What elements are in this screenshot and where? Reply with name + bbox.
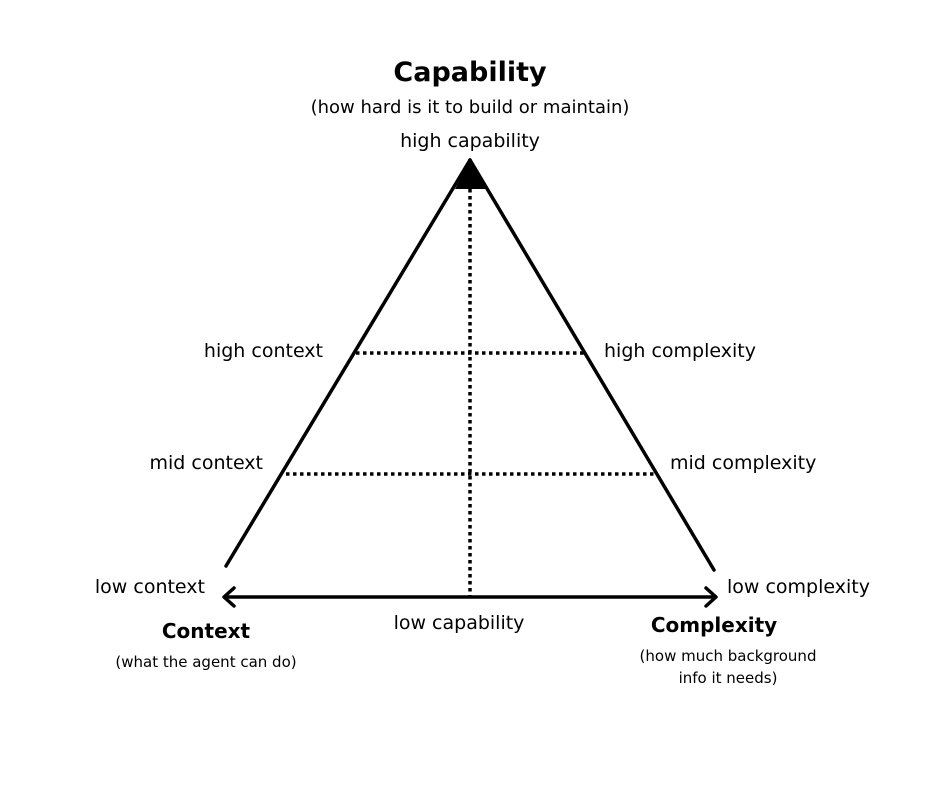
complexity-title: Complexity — [650, 613, 778, 637]
apex-arrowhead — [455, 160, 486, 189]
bottom-axis-right-arrowhead — [704, 586, 718, 608]
pyramid-left-edge — [224, 158, 472, 568]
complexity-subtitle-line1: (how much background — [639, 647, 817, 665]
capability-title: Capability — [393, 57, 547, 88]
pyramid-right-edge — [468, 158, 716, 572]
context-subtitle: (what the agent can do) — [115, 653, 297, 671]
low-complexity-label: low complexity — [727, 576, 870, 598]
capability-subtitle: (how hard is it to build or maintain) — [310, 97, 630, 118]
low-capability-label: low capability — [393, 612, 525, 634]
low-context-label: low context — [94, 576, 205, 598]
mid-complexity-label: mid complexity — [670, 452, 817, 474]
high-capability-label: high capability — [400, 130, 540, 152]
bottom-axis-left-arrowhead — [222, 586, 236, 608]
complexity-subtitle: (how much background info it needs) — [640, 646, 817, 690]
high-complexity-label: high complexity — [604, 340, 756, 362]
complexity-subtitle-line2: info it needs) — [678, 668, 778, 687]
mid-context-label: mid context — [149, 452, 264, 474]
high-context-label: high context — [203, 340, 323, 362]
context-title: Context — [161, 619, 251, 643]
